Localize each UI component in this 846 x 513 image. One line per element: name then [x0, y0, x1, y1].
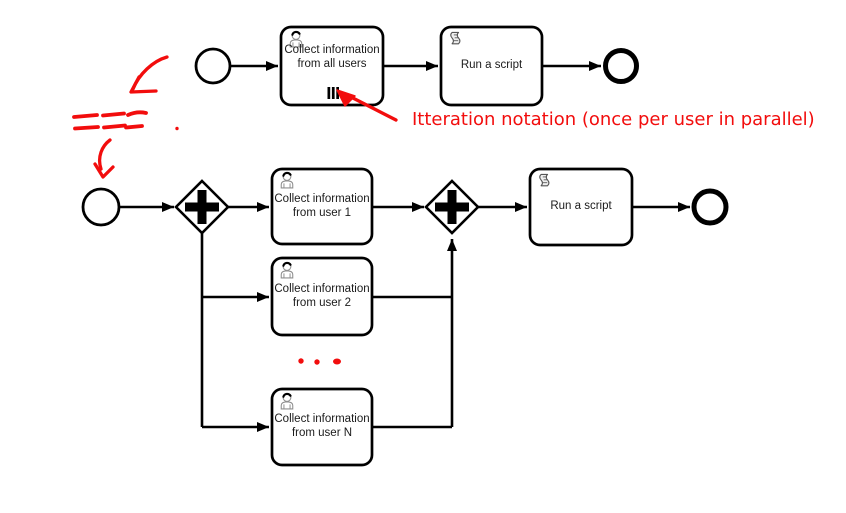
- red-curved-arrow-top-icon: [129, 55, 169, 94]
- task-label-collect-all-users: Collect information from all users: [284, 44, 380, 70]
- start-event-top: [194, 47, 232, 85]
- task-collect-user-2: [270, 256, 374, 337]
- task-label-collect-user-N: Collect information from user N: [274, 413, 370, 439]
- task-label-run-script-bottom: Run a script: [550, 200, 612, 213]
- task-collect-user-1: [270, 167, 374, 246]
- task-run-script-bottom: [528, 167, 634, 247]
- red-annotation-arrow-icon: [336, 89, 398, 122]
- task-label-collect-user-2: Collect information from user 2: [274, 282, 370, 309]
- task-label-run-script-top: Run a script: [460, 59, 523, 72]
- end-event-bottom: [691, 188, 729, 226]
- red-curved-arrow-bottom-icon: [93, 138, 115, 179]
- multi-instance-parallel-marker-icon: [327, 87, 339, 99]
- end-event-top: [603, 48, 639, 84]
- task-label-collect-user-1: Collect information from user 1: [274, 192, 370, 219]
- plus-icon: [185, 190, 219, 224]
- task-run-script-top: [439, 25, 544, 107]
- task-collect-all-users: [279, 25, 385, 107]
- annotation-iteration-note: Itteration notation (once per user in pa…: [412, 109, 815, 130]
- parallel-gateway-split: [174, 179, 230, 235]
- plus-icon: [435, 190, 469, 224]
- task-collect-user-N: [270, 387, 374, 467]
- red-dot-icon: [175, 126, 179, 131]
- sequence-flows: [120, 61, 690, 432]
- parallel-gateway-join: [424, 179, 480, 235]
- red-equals-sketch-icon: [72, 110, 148, 131]
- ellipsis-dots-icon: [298, 358, 341, 365]
- start-event-bottom: [81, 187, 121, 227]
